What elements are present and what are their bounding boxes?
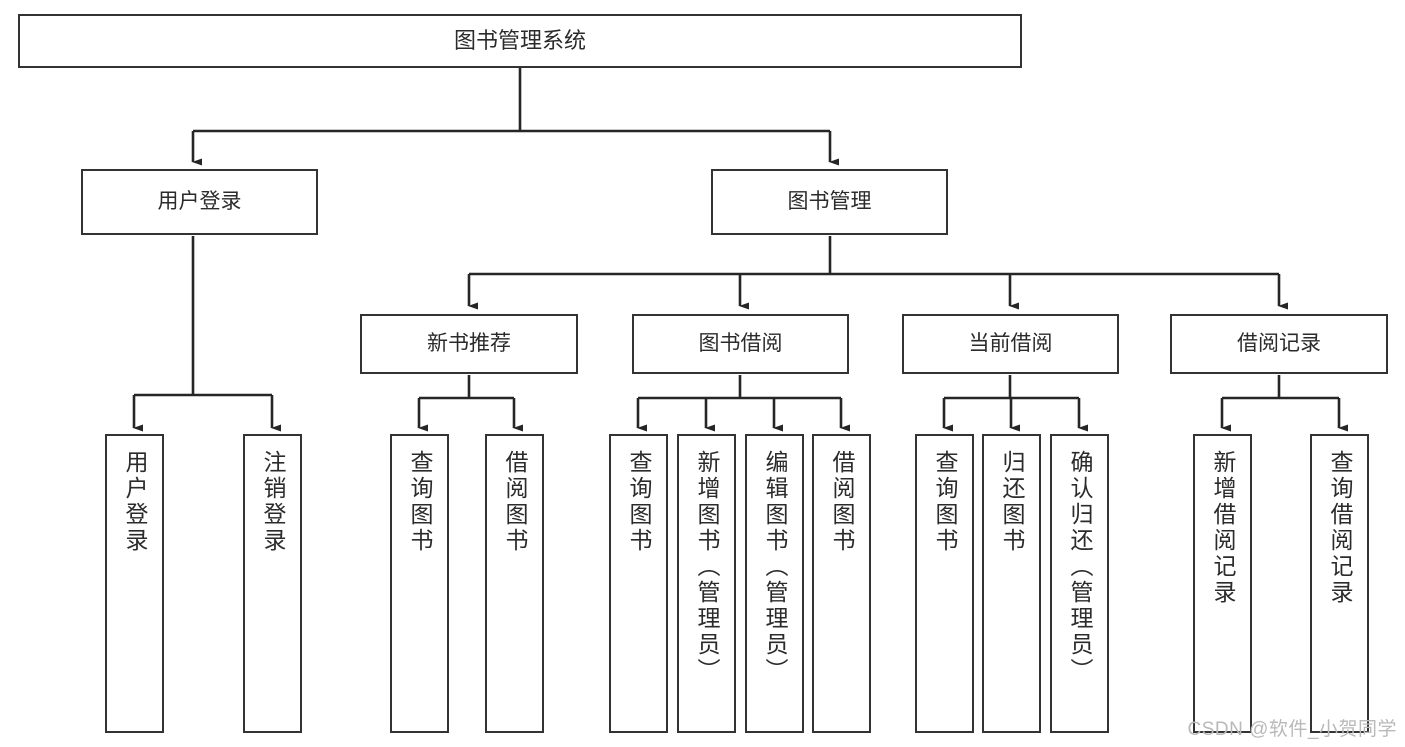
node-current-borrow[interactable]: 当前借阅: [902, 314, 1119, 374]
node-label: 新书推荐: [427, 331, 511, 355]
leaf-borrow-book-1[interactable]: 借阅图书: [485, 434, 544, 733]
leaf-logout-login[interactable]: 注销登录: [243, 434, 302, 733]
node-book-borrow[interactable]: 图书借阅: [632, 314, 849, 374]
node-label: 查询图书: [932, 450, 958, 554]
node-borrow-record[interactable]: 借阅记录: [1170, 314, 1388, 374]
node-label: 编辑图书（管理员）: [762, 450, 788, 684]
leaf-query-record[interactable]: 查询借阅记录: [1310, 434, 1369, 733]
leaf-query-book-1[interactable]: 查询图书: [390, 434, 449, 733]
leaf-query-book-2[interactable]: 查询图书: [609, 434, 668, 733]
node-label: 借阅图书: [829, 450, 855, 554]
node-label: 查询图书: [626, 450, 652, 554]
leaf-query-book-3[interactable]: 查询图书: [915, 434, 974, 733]
watermark: CSDN @软件_小贺同学: [1187, 719, 1397, 740]
node-user-login[interactable]: 用户登录: [81, 169, 318, 235]
node-label: 图书借阅: [698, 331, 783, 355]
node-label: 查询借阅记录: [1327, 450, 1353, 606]
node-label: 借阅图书: [502, 450, 528, 554]
node-new-book-recommend[interactable]: 新书推荐: [360, 314, 578, 374]
node-label: 图书管理系统: [453, 28, 586, 54]
node-label: 用户登录: [157, 189, 242, 213]
node-label: 当前借阅: [968, 331, 1053, 355]
node-label: 注销登录: [260, 450, 286, 554]
node-label: 归还图书: [999, 450, 1025, 554]
node-label: 确认归还（管理员）: [1067, 450, 1093, 684]
leaf-add-book[interactable]: 新增图书（管理员）: [677, 434, 736, 733]
node-label: 图书管理: [787, 189, 872, 213]
node-root-system[interactable]: 图书管理系统: [18, 14, 1022, 68]
leaf-edit-book[interactable]: 编辑图书（管理员）: [745, 434, 804, 733]
node-label: 新增借阅记录: [1210, 450, 1236, 606]
node-label: 查询图书: [407, 450, 433, 554]
leaf-user-login[interactable]: 用户登录: [105, 434, 164, 733]
node-label: 用户登录: [122, 450, 148, 554]
leaf-add-record[interactable]: 新增借阅记录: [1193, 434, 1252, 733]
leaf-confirm-return[interactable]: 确认归还（管理员）: [1050, 434, 1109, 733]
node-book-management[interactable]: 图书管理: [711, 169, 948, 235]
node-label: 借阅记录: [1237, 331, 1321, 355]
leaf-return-book[interactable]: 归还图书: [982, 434, 1041, 733]
leaf-borrow-book-2[interactable]: 借阅图书: [812, 434, 871, 733]
node-label: 新增图书（管理员）: [694, 450, 720, 684]
